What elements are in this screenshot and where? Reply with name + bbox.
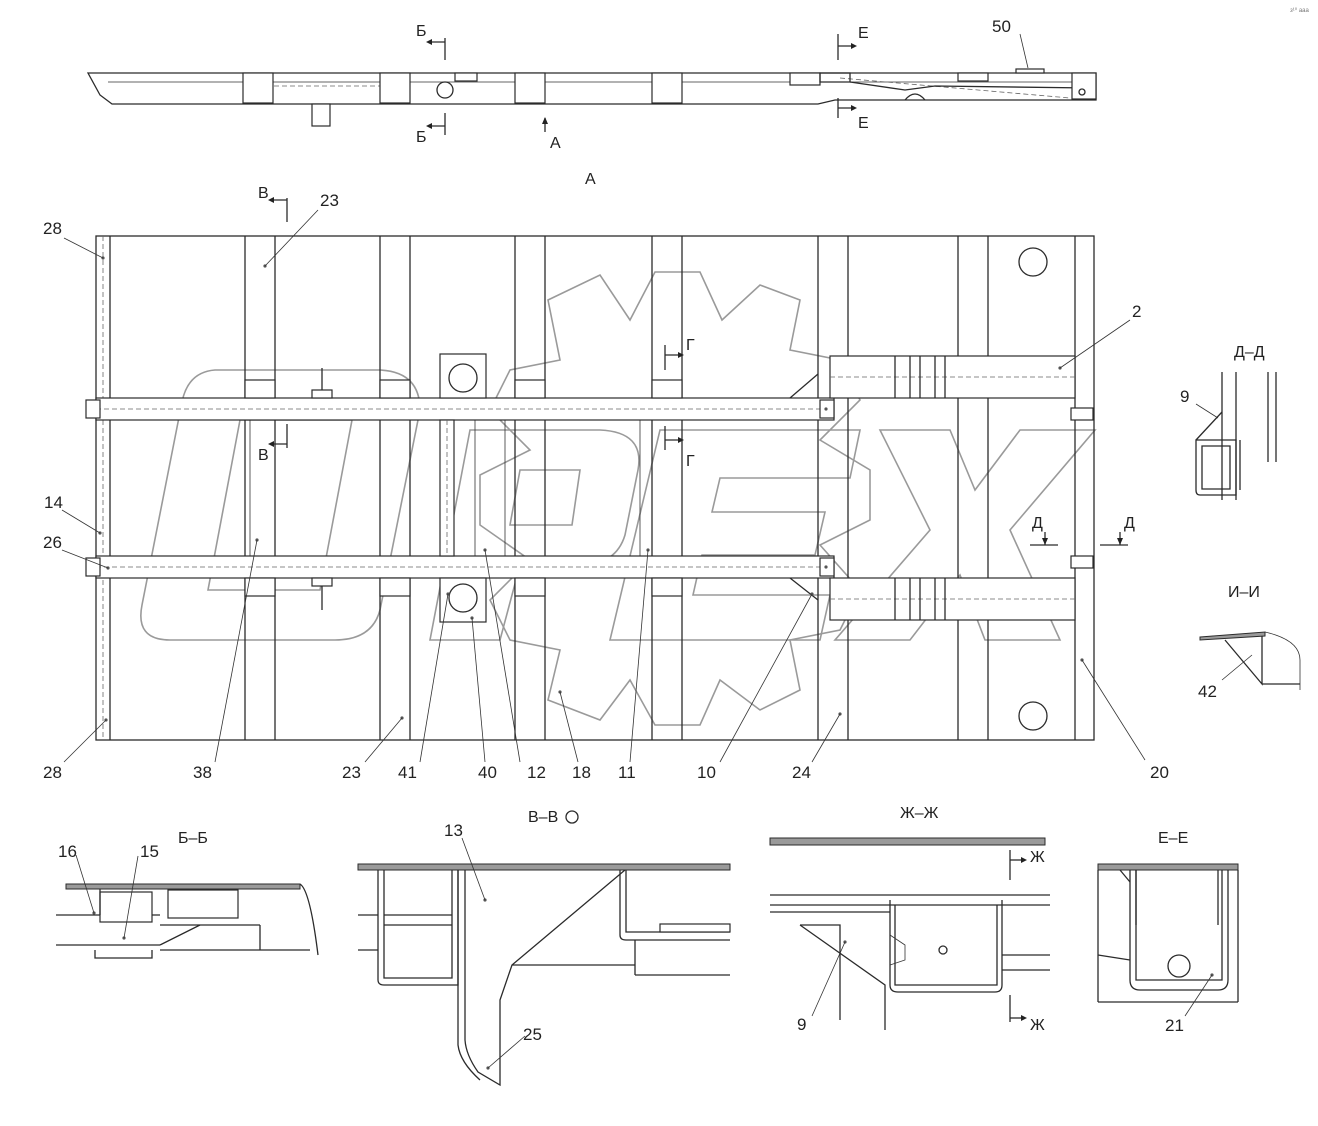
section-ee: Е–Е 21 (1097, 830, 1239, 1035)
section-vv-callout-25: 25 (523, 1025, 542, 1044)
longitudinal-beams (85, 397, 835, 579)
section-ii-callout-42: 42 (1198, 682, 1217, 701)
callout-14: 14 (44, 493, 63, 512)
plan-callouts: 28 23 2 14 26 28 38 23 41 40 12 18 11 10… (43, 191, 1169, 782)
cut-d-right-label: Д (1124, 515, 1135, 532)
callout-10: 10 (697, 763, 716, 782)
cut-v-top-label: В (258, 185, 269, 202)
view-a-arrow-label: А (550, 135, 561, 152)
section-vv-callout-13: 13 (444, 821, 463, 840)
section-bb-callout-16: 16 (58, 842, 77, 861)
callout-23-top: 23 (320, 191, 339, 210)
side-view-section-marks: Б Б Е Е А 50 з¹⁰ ааа (416, 7, 1309, 152)
section-dd-callout-9: 9 (1180, 387, 1189, 406)
detail-circle-icon (565, 810, 579, 824)
section-bb-callout-15: 15 (140, 842, 159, 861)
cross-members (102, 236, 989, 740)
section-dd-title: Д–Д (1234, 344, 1265, 361)
callout-38: 38 (193, 763, 212, 782)
side-view (86, 33, 1097, 127)
callout-28-top: 28 (43, 219, 62, 238)
callout-2: 2 (1132, 302, 1141, 321)
section-ee-callout-21: 21 (1165, 1016, 1184, 1035)
callout-40: 40 (478, 763, 497, 782)
section-bb: Б–Б 16 15 (56, 830, 319, 959)
cut-d-left-label: Д (1032, 515, 1043, 532)
callout-20: 20 (1150, 763, 1169, 782)
section-bb-title: Б–Б (178, 830, 208, 847)
cut-zh-top-label: Ж (1030, 849, 1045, 866)
cut-g-bottom-label: Г (686, 453, 695, 470)
letter-e (608, 429, 861, 641)
section-zhzh-callout-9: 9 (797, 1015, 806, 1034)
plan-view (61, 209, 1146, 763)
cut-v-bottom-label: В (258, 447, 269, 464)
callout-26: 26 (43, 533, 62, 552)
callout-12: 12 (527, 763, 546, 782)
view-a-title: А (585, 171, 596, 188)
callout-28-bottom: 28 (43, 763, 62, 782)
section-dd: Д–Д 9 (1180, 344, 1277, 500)
callout-24: 24 (792, 763, 811, 782)
callout-11: 11 (618, 763, 636, 782)
callout-50: 50 (992, 17, 1011, 36)
cut-g-top-label: Г (686, 337, 695, 354)
tube-brackets (789, 355, 1076, 621)
section-ii-title: И–И (1228, 584, 1260, 601)
watermark-logo (140, 271, 1097, 726)
gear-outline (479, 271, 871, 726)
section-ii: И–И 42 (1198, 584, 1301, 701)
section-vv-title: В–В (528, 809, 558, 826)
section-ee-title: Е–Е (1158, 830, 1188, 847)
callout-18: 18 (572, 763, 591, 782)
callout-41: 41 (398, 763, 417, 782)
plan-section-marks: В В Г Г Д Д (258, 185, 1135, 546)
cut-b-bottom-label: Б (416, 129, 427, 146)
cut-e-bottom-label: Е (858, 115, 869, 132)
cut-zh-bottom-label: Ж (1030, 1017, 1045, 1034)
letter-x (833, 429, 1097, 641)
callout-23-bottom: 23 (342, 763, 361, 782)
section-vv: В–В 13 25 (357, 809, 731, 1087)
section-zhzh-title: Ж–Ж (900, 805, 939, 822)
section-zhzh: Ж–Ж Ж Ж 9 (769, 805, 1050, 1034)
cut-b-top-label: Б (416, 23, 427, 40)
cut-e-top-label: Е (858, 25, 869, 42)
corner-mark: з¹⁰ ааа (1290, 7, 1309, 14)
